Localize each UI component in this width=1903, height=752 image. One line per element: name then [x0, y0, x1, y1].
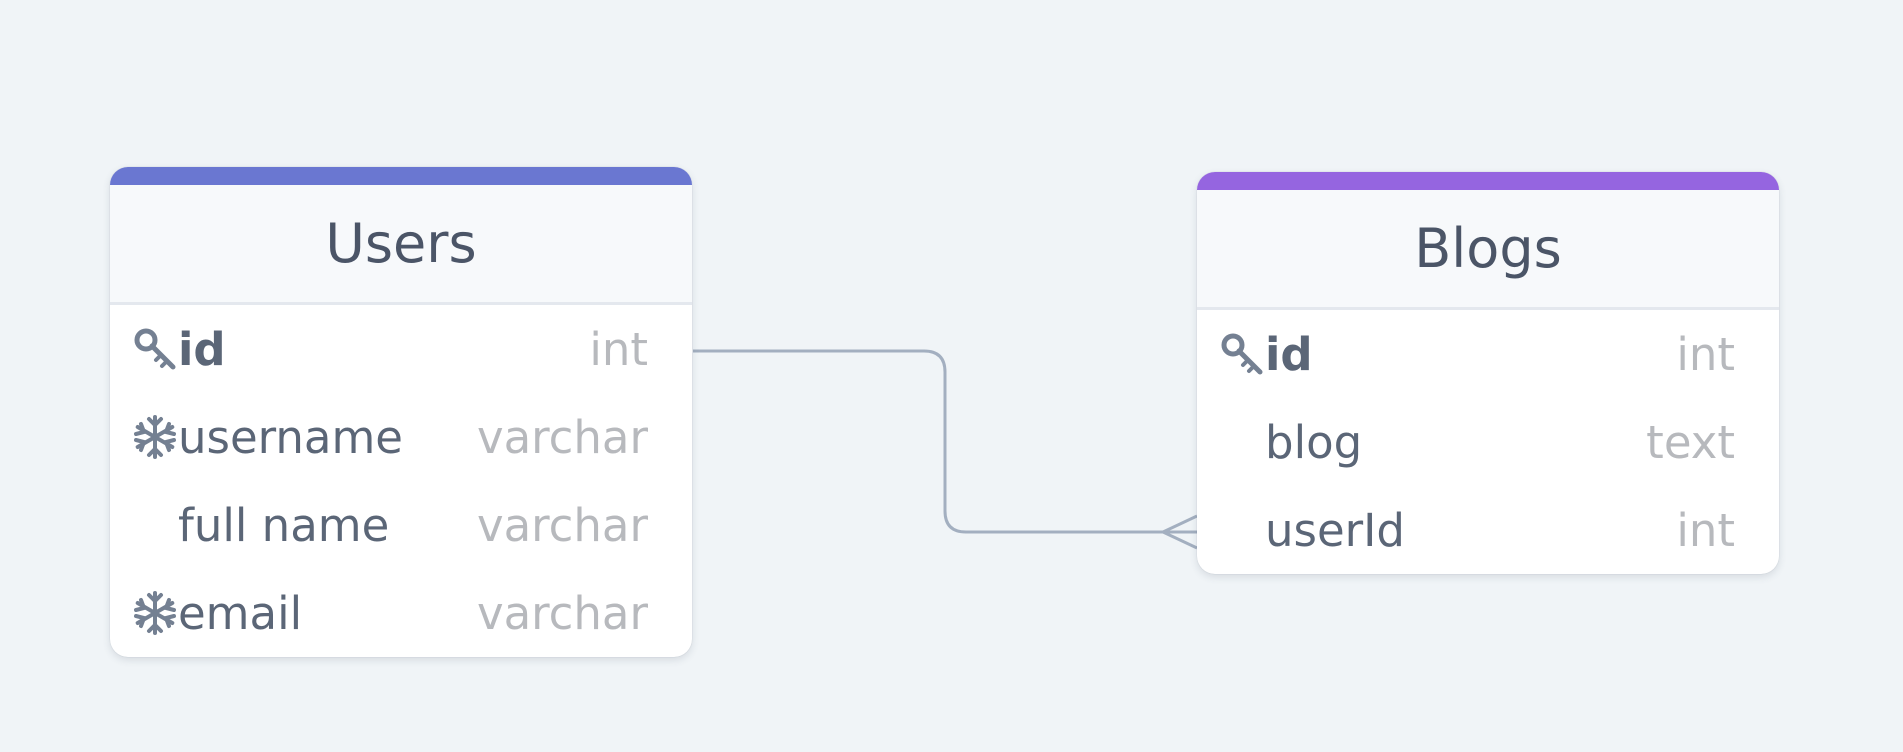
users-row-email[interactable]: email varchar [110, 569, 692, 657]
column-name: blog [1265, 415, 1363, 469]
column-name: id [178, 322, 226, 376]
key-icon [132, 326, 178, 372]
users-table-accent-bar [110, 167, 692, 185]
column-name: username [178, 410, 403, 464]
empty-icon-slot [1219, 419, 1265, 465]
users-table-title[interactable]: Users [110, 185, 692, 305]
key-icon [1219, 331, 1265, 377]
snowflake-icon [132, 590, 178, 636]
empty-icon-slot [132, 502, 178, 548]
blogs-row-userid[interactable]: userId int [1197, 486, 1779, 574]
empty-icon-slot [1219, 507, 1265, 553]
users-row-username[interactable]: username varchar [110, 393, 692, 481]
users-table[interactable]: Users id int [110, 167, 692, 657]
blogs-row-blog[interactable]: blog text [1197, 398, 1779, 486]
crows-foot-marker [1161, 514, 1198, 550]
users-row-full-name[interactable]: full name varchar [110, 481, 692, 569]
snowflake-icon [132, 414, 178, 460]
users-row-id[interactable]: id int [110, 305, 692, 393]
column-type: text [1646, 415, 1735, 469]
column-name: email [178, 586, 303, 640]
blogs-table-title[interactable]: Blogs [1197, 190, 1779, 310]
column-type: varchar [476, 498, 648, 552]
relationship-line[interactable] [693, 349, 1197, 534]
column-name: id [1265, 327, 1313, 381]
blogs-table[interactable]: Blogs id int blog text userId int [1197, 172, 1779, 574]
column-name: full name [178, 498, 390, 552]
column-type: int [1676, 327, 1735, 381]
column-type: int [589, 322, 648, 376]
column-type: int [1676, 503, 1735, 557]
blogs-row-id[interactable]: id int [1197, 310, 1779, 398]
blogs-table-accent-bar [1197, 172, 1779, 190]
column-type: varchar [476, 410, 648, 464]
column-name: userId [1265, 503, 1405, 557]
column-type: varchar [476, 586, 648, 640]
